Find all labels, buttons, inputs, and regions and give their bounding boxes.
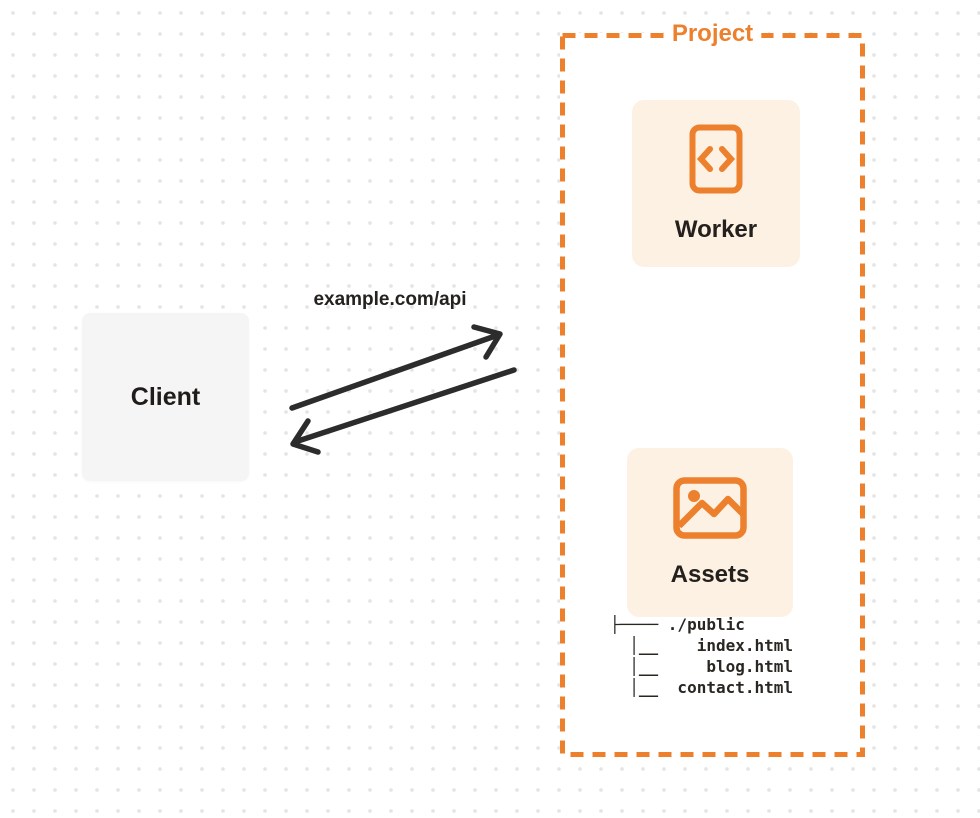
- request-arrowhead-icon: [471, 324, 503, 360]
- project-dashed-border: [560, 33, 865, 757]
- client-label: Client: [130, 382, 201, 411]
- project-group: Project Worker Assets ├──── ./public │__…: [560, 21, 865, 757]
- assets-label: Assets: [670, 560, 750, 588]
- request-url-label: example.com/api: [313, 289, 467, 310]
- request-arrow-line: [289, 332, 501, 411]
- worker-node: Worker: [632, 100, 800, 267]
- project-label: Project: [663, 21, 762, 47]
- assets-file-tree: ├──── ./public │__ index.html │__ blog.h…: [610, 615, 794, 697]
- worker-label: Worker: [674, 215, 758, 243]
- assets-node: Assets: [627, 448, 793, 617]
- response-arrowhead-icon: [290, 418, 321, 455]
- client-node: Client: [82, 313, 249, 481]
- code-file-icon: [689, 124, 743, 193]
- response-arrow-line: [292, 367, 517, 445]
- image-icon: [673, 476, 747, 539]
